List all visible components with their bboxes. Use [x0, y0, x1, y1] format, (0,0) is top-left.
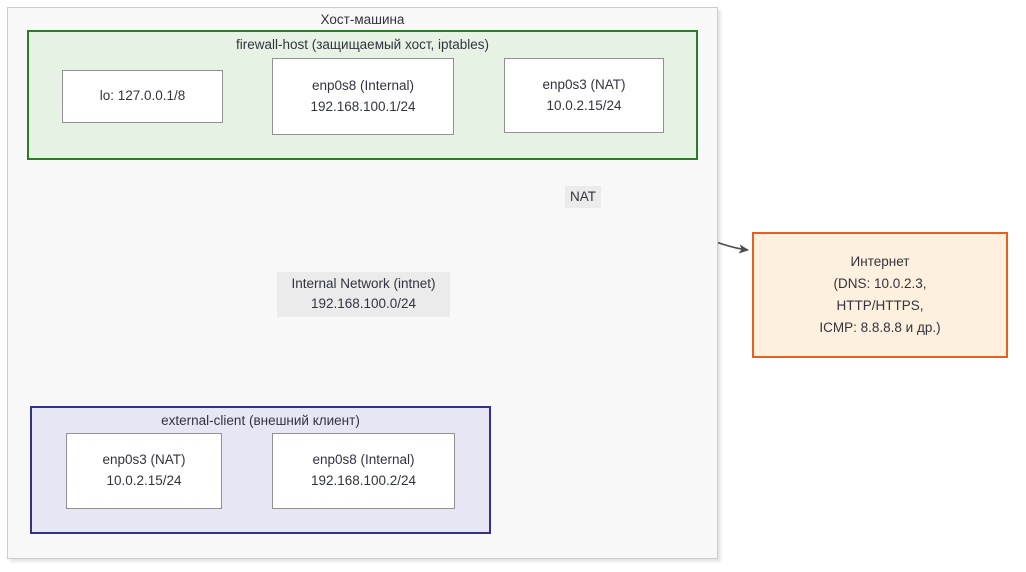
interface-name: enp0s8 (Internal): [311, 77, 415, 93]
interface-box-firewall-enp0s3: enp0s3 (NAT) 10.0.2.15/24: [504, 58, 664, 133]
interface-address: 192.168.100.1/24: [310, 98, 416, 114]
interface-name: enp0s3 (NAT): [102, 452, 186, 468]
firewall-host-title: firewall-host (защищаемый хост, iptables…: [235, 37, 490, 52]
internet-line-3: HTTP/HTTPS,: [836, 298, 924, 313]
edge-label-line-1: Internal Network (intnet): [291, 276, 436, 291]
interface-address: 192.168.100.2/24: [310, 473, 417, 488]
interface-name: enp0s8 (Internal): [312, 452, 415, 468]
internet-line-1: Интернет: [850, 254, 910, 270]
interface-address: 10.0.2.15/24: [106, 473, 182, 488]
internet-line-2: (DNS: 10.0.2.3,: [833, 276, 927, 292]
internet-box: Интернет (DNS: 10.0.2.3, HTTP/HTTPS, ICM…: [752, 232, 1008, 358]
edge-label-internal-network: Internal Network (intnet) 192.168.100.0/…: [277, 272, 450, 317]
edge-label-nat: NAT: [565, 186, 601, 209]
internet-line-4: ICMP: 8.8.8.8 и др.): [819, 319, 941, 335]
interface-address: 10.0.2.15/24: [546, 97, 622, 113]
interface-box-client-enp0s3: enp0s3 (NAT) 10.0.2.15/24: [66, 433, 222, 509]
interface-name: lo: 127.0.0.1/8: [99, 88, 186, 104]
edge-label-line-2: 192.168.100.0/24: [310, 296, 417, 312]
edge-label-line-1: NAT: [570, 189, 596, 204]
host-machine-title: Хост-машина: [320, 12, 405, 27]
interface-box-firewall-enp0s8: enp0s8 (Internal) 192.168.100.1/24: [272, 58, 454, 135]
interface-name: enp0s3 (NAT): [542, 76, 626, 92]
external-client-title: external-client (внешний клиент): [161, 413, 360, 428]
interface-box-client-enp0s8: enp0s8 (Internal) 192.168.100.2/24: [272, 433, 455, 509]
interface-box-lo: lo: 127.0.0.1/8: [62, 70, 223, 123]
